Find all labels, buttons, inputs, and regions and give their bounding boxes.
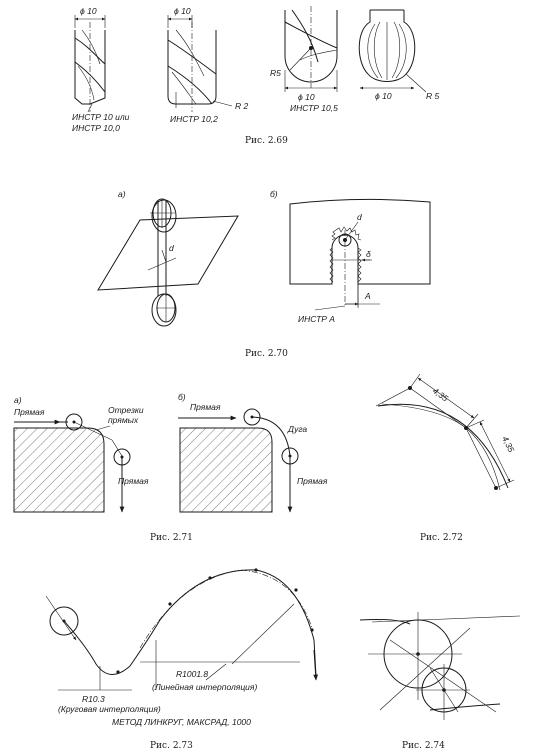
chord-dim-1: 4,35 [431,386,450,404]
phi-label-2: ϕ 10 [174,6,191,16]
label-b-270: б) [270,189,278,199]
figure-2-72: 4,35 4,35 Рис. 2.72 [375,373,517,543]
tool-label-1a: ИНСТР 10 или [72,112,130,122]
dim-a-label: A [364,291,371,301]
cut-plate-sketch [289,198,431,311]
caption-2-74: Рис. 2.74 [402,741,445,751]
r5-label-b: R 5 [426,91,440,101]
caption-2-69: Рис. 2.69 [245,136,288,146]
tool-label-1b: ИНСТР 10,0 [72,123,120,133]
arc-label: Дуга [287,424,307,434]
label-a-270: а) [118,189,126,199]
tool-label-2: ИНСТР 10,2 [170,114,218,124]
caption-2-72: Рис. 2.72 [420,533,463,543]
figure-2-70: а) d б) [97,189,431,359]
drill-tool-1 [74,15,106,113]
segments-label-2: прямых [108,415,139,425]
line-label-b2: Прямая [297,476,328,486]
label-a-271: а) [14,395,22,405]
d-label-b: d [357,212,362,222]
segments-label-1: Отрезки [108,405,144,415]
arc-chord-sketch [375,373,515,491]
drill-tool-2 [167,15,233,112]
figure-2-73: R1001.8 (Линейная интерполяция) R10.3 (К… [45,568,319,751]
circular-interp-label: (Круговая интерполяция) [58,704,161,714]
linear-interp-label: (Линейная интерполяция) [152,682,257,692]
line-label-b1: Прямая [190,402,221,412]
r-big-label: R1001.8 [176,669,208,679]
method-label: МЕТОД ЛИНКРУГ, МАКСРАД, 1000 [112,717,251,727]
line-label-a1: Прямая [14,407,45,417]
phi-label-3: ϕ 10 [298,92,315,102]
corner-arc-sketch [178,408,299,513]
drill-tool-3 [284,6,338,92]
phi-label-4: ϕ 10 [375,91,392,101]
corner-segments-sketch [13,413,131,513]
figure-2-69: ϕ 10 ИНСТР 10 или ИНСТР 10,0 ϕ 10 R 2 ИН… [72,6,440,146]
phi-label-1: ϕ 10 [80,6,97,16]
d-label-a: d [169,243,174,253]
label-b-271: б) [178,392,186,402]
chord-dim-2: 4,35 [500,434,516,453]
line-label-a2: Прямая [118,476,149,486]
ball-mill-tool-4 [358,9,427,93]
wire-cutting-sketch [97,198,239,327]
caption-2-73: Рис. 2.73 [150,741,193,751]
interpolation-path-sketch [45,568,319,691]
r-small-label: R10.3 [82,694,105,704]
tool-label-3: ИНСТР 10,5 [290,103,338,113]
r5-label-a: R5 [270,68,281,78]
tangent-circles-sketch [359,612,521,720]
caption-2-70: Рис. 2.70 [245,349,288,359]
figure-2-74: Рис. 2.74 [359,612,521,751]
delta-label: δ [366,249,371,259]
r2-label: R 2 [235,101,249,111]
caption-2-71: Рис. 2.71 [150,533,193,543]
tool-label-a: ИНСТР A [298,314,335,324]
figure-2-71: а) Прямая Отрезки прямых Прямая б) [13,392,328,543]
